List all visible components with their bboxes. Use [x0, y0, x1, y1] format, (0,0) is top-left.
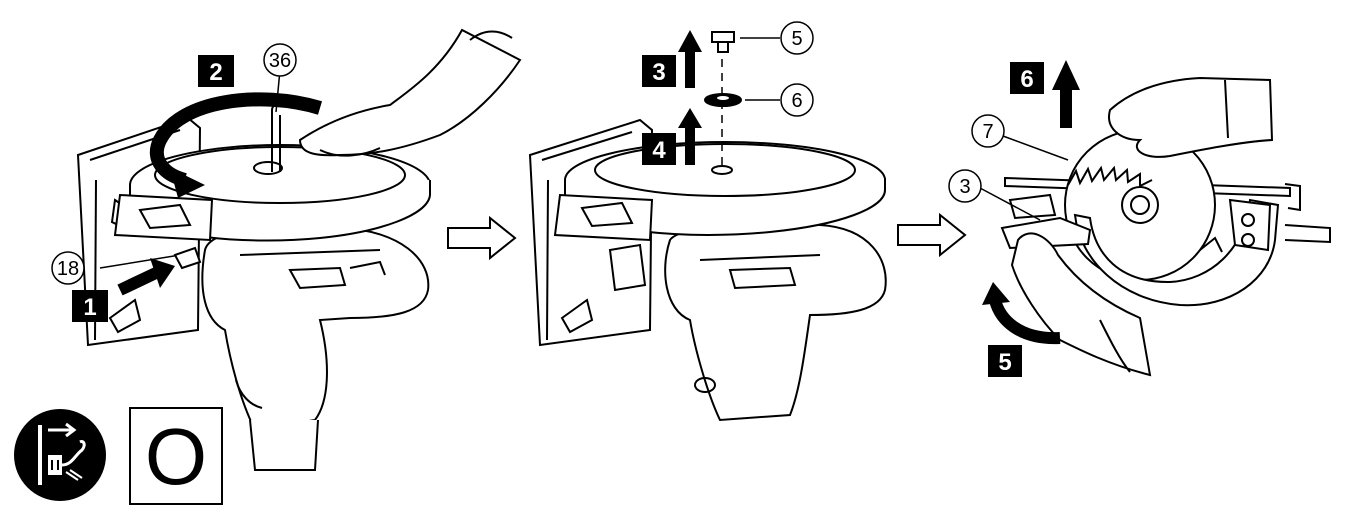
step-box-2: 2	[198, 55, 234, 87]
hand-top	[298, 28, 522, 157]
motor-housing	[201, 226, 430, 432]
callout-label: 18	[57, 258, 79, 280]
rotation-arrow	[149, 92, 323, 187]
callout-5: 5	[780, 21, 814, 55]
next-arrow-2	[897, 212, 967, 258]
unplug-icon	[14, 409, 106, 501]
panel-1	[76, 28, 522, 471]
hand-bottom	[1010, 232, 1152, 377]
step-box-1: 1	[72, 290, 108, 322]
callout-label: 36	[269, 50, 291, 72]
panel-2	[528, 30, 887, 422]
step-box-5: 5	[988, 345, 1022, 377]
step-box-4: 4	[642, 133, 676, 165]
push-arrow	[117, 266, 161, 296]
mode-box-label: O	[145, 412, 207, 501]
step-label: 2	[209, 59, 222, 86]
step-label: 5	[998, 349, 1011, 376]
callout-18: 18	[51, 251, 85, 285]
callout-label: 3	[959, 176, 970, 198]
mode-box: O	[129, 407, 223, 505]
step-box-3: 3	[642, 55, 676, 87]
callout-label: 5	[791, 28, 802, 50]
callout-6: 6	[780, 83, 814, 117]
hand-top	[1108, 76, 1274, 158]
step-label: 1	[83, 294, 96, 321]
next-arrow-1	[447, 215, 517, 261]
step-label: 4	[652, 137, 666, 164]
blade-guard	[1073, 198, 1280, 307]
panel-3	[979, 60, 1331, 377]
callout-36: 36	[263, 43, 297, 77]
step-box-6: 6	[1010, 62, 1044, 94]
callout-7: 7	[971, 114, 1005, 148]
callout-3: 3	[948, 169, 982, 203]
step-label: 3	[652, 59, 665, 86]
callout-label: 7	[982, 121, 993, 143]
callout-label: 6	[791, 90, 802, 112]
retract-arrow	[989, 298, 1061, 345]
hex-bolt	[711, 31, 735, 53]
step-label: 6	[1020, 66, 1033, 93]
